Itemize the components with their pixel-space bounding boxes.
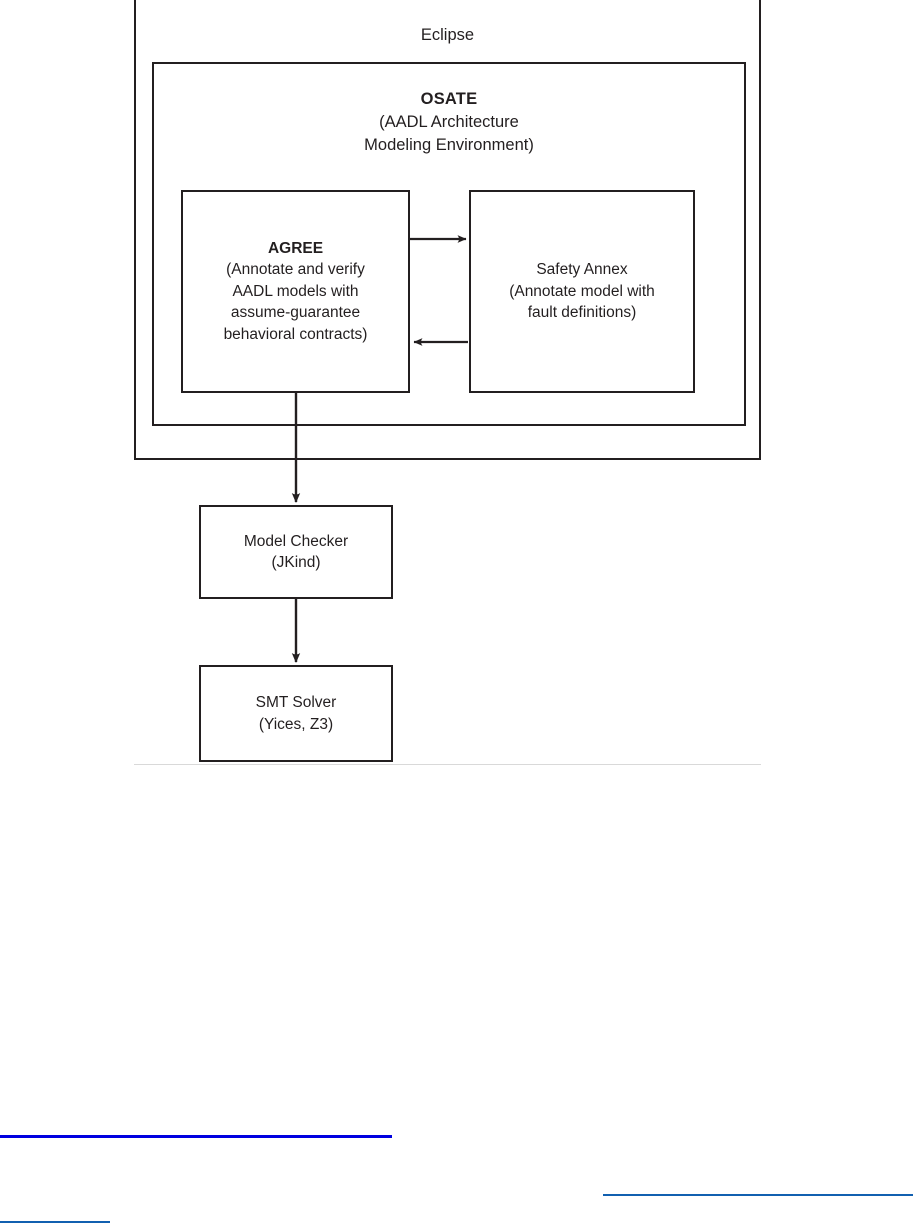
- hyperlink-underline-bottom-left[interactable]: [0, 1221, 110, 1223]
- hyperlink-underline-right[interactable]: [603, 1194, 913, 1196]
- node-smt-solver-label-group: SMT Solver (Yices, Z3): [256, 692, 337, 735]
- node-smt-solver-name: SMT Solver: [255, 694, 337, 711]
- container-osate-label-group: OSATE (AADL Architecture Modeling Enviro…: [364, 88, 534, 157]
- node-smt-solver-detail: (Yices, Z3): [258, 715, 334, 733]
- node-smt-solver: SMT Solver (Yices, Z3): [199, 665, 393, 762]
- node-model-checker-label-group: Model Checker (JKind): [244, 531, 348, 574]
- node-agree-detail-line-1: (Annotate and verify: [226, 261, 365, 279]
- page-separator-rule: [134, 764, 761, 765]
- node-safety-annex-detail-line-1: (Annotate model with: [509, 282, 655, 300]
- footnote-separator-rule: [0, 1135, 392, 1138]
- node-safety-annex-detail-line-2: fault definitions): [527, 304, 637, 322]
- container-eclipse-label: Eclipse: [420, 26, 475, 44]
- container-osate-subtitle-line-2: Modeling Environment): [364, 136, 534, 154]
- node-model-checker: Model Checker (JKind): [199, 505, 393, 599]
- node-agree-label-group: AGREE (Annotate and verify AADL models w…: [218, 238, 374, 346]
- node-safety-annex: Safety Annex (Annotate model with fault …: [469, 190, 695, 393]
- node-safety-annex-label-group: Safety Annex (Annotate model with fault …: [503, 259, 661, 324]
- node-agree-name: AGREE: [267, 239, 324, 257]
- node-agree-detail-line-2: AADL models with: [232, 282, 359, 300]
- container-osate-subtitle-line-1: (AADL Architecture: [379, 113, 519, 131]
- container-osate-name: OSATE: [420, 90, 478, 108]
- node-model-checker-name: Model Checker: [243, 532, 349, 550]
- node-agree-detail-line-4: behavioral contracts): [223, 325, 368, 343]
- node-safety-annex-name: Safety Annex: [536, 261, 628, 279]
- node-agree-detail-line-3: assume-guarantee: [230, 304, 361, 322]
- node-model-checker-detail: (JKind): [271, 554, 321, 571]
- node-agree: AGREE (Annotate and verify AADL models w…: [181, 190, 410, 393]
